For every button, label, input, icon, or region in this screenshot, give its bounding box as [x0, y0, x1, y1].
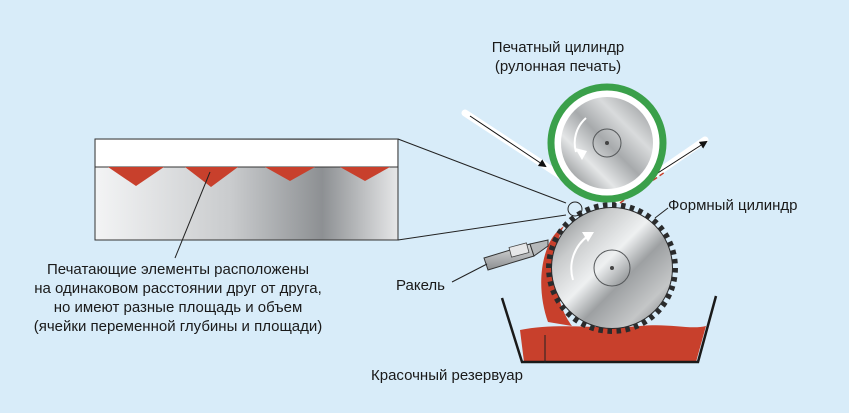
form-cylinder-label: Формный цилиндр [668, 197, 798, 214]
impression-cylinder-sublabel: (рулонная печать) [494, 58, 622, 75]
impression-cylinder [547, 83, 667, 203]
ink-cell-2 [185, 167, 238, 187]
ink-cell-4 [340, 167, 390, 181]
contact-zoom-circle [567, 201, 583, 217]
note-line-4: (ячейки переменной глубины и площади) [33, 318, 323, 335]
rotation-arrowhead-form [582, 232, 594, 242]
rotation-arrow-impression [573, 117, 587, 153]
ink-reservoir-label: Красочный резервуар [371, 367, 523, 384]
form-cylinder [546, 202, 678, 334]
rotation-arrow-form [570, 235, 589, 281]
ink-cell-1 [108, 167, 164, 186]
impression-cylinder-label: Печатный цилиндр [491, 39, 625, 56]
form-cylinder-hub [593, 249, 631, 287]
doctor-blade-label: Ракель [396, 277, 445, 294]
note-leader-line [174, 171, 211, 259]
note-line-2: на одинаковом расстоянии друг от друга, [34, 280, 322, 297]
note-line-3: но имеют разные площадь и объем [53, 299, 303, 316]
ink-reservoir [500, 226, 718, 364]
doctor-blade [483, 239, 549, 271]
note-line-1: Печатающие элементы расположены [46, 261, 309, 278]
blade-leader-line [451, 263, 488, 283]
magnified-cell-panel [94, 138, 399, 241]
form-cylinder-leader-line [654, 207, 669, 219]
ink-cell-3 [265, 167, 315, 181]
